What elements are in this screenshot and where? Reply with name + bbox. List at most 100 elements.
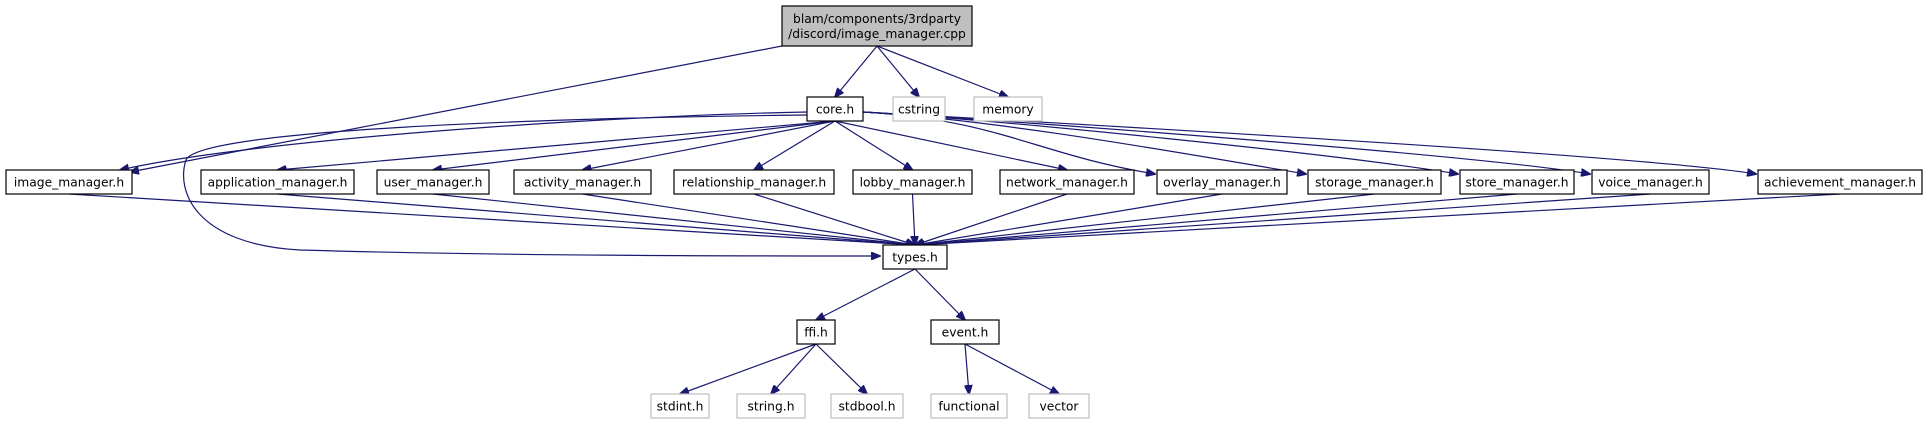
node-box [930, 319, 1000, 345]
edge-types-to-event [914, 268, 965, 320]
edge-core-to-store-manager [862, 111, 1458, 174]
node-label: voice_manager.h [1598, 176, 1703, 190]
node-box [999, 169, 1135, 195]
node-lobby-manager[interactable]: lobby_manager.h [852, 169, 973, 195]
node-achievement-manager[interactable]: achievement_manager.h [1757, 169, 1923, 195]
node-label: core.h [816, 103, 854, 117]
node-relationship-manager[interactable]: relationship_manager.h [673, 169, 835, 195]
node-string[interactable]: string.h [736, 393, 806, 419]
node-ffi[interactable]: ffi.h [796, 319, 836, 345]
node-box [5, 169, 133, 195]
node-root[interactable]: blam/components/3rdparty/discord/image_m… [781, 5, 973, 47]
node-box [1156, 169, 1288, 195]
node-box [781, 5, 973, 47]
node-box [882, 244, 948, 270]
node-label: overlay_manager.h [1163, 176, 1281, 190]
edge-store-manager-to-types [915, 193, 1518, 245]
node-label: store_manager.h [1465, 176, 1568, 190]
node-stdint[interactable]: stdint.h [650, 393, 710, 419]
edge-core-to-application-manager [278, 120, 836, 170]
node-box [892, 96, 946, 122]
edge-core-to-relationship-manager [754, 120, 836, 170]
node-event[interactable]: event.h [930, 319, 1000, 345]
edge-root-to-core [835, 45, 878, 97]
node-types[interactable]: types.h [882, 244, 948, 270]
edge-core-to-user-manager [433, 120, 836, 170]
node-box [376, 169, 490, 195]
node-label: vector [1039, 400, 1079, 414]
node-box [806, 96, 864, 122]
edge-core-to-voice-manager [862, 111, 1590, 174]
node-network-manager[interactable]: network_manager.h [999, 169, 1135, 195]
node-user-manager[interactable]: user_manager.h [376, 169, 490, 195]
edge-achievement-manager-to-types [915, 193, 1841, 245]
node-label: ffi.h [804, 326, 828, 340]
node-box [973, 96, 1043, 122]
node-box [830, 393, 904, 419]
edge-lobby-manager-to-types [913, 193, 916, 245]
node-vector[interactable]: vector [1028, 393, 1090, 419]
edge-ffi-to-stdbool [815, 343, 867, 394]
edge-core-to-achievement-manager [862, 111, 1756, 174]
edge-core-to-lobby-manager [834, 120, 913, 170]
node-voice-manager[interactable]: voice_manager.h [1591, 169, 1710, 195]
edge-image-manager-to-types [68, 193, 915, 245]
edge-activity-manager-to-types [582, 193, 916, 245]
node-box [1591, 169, 1710, 195]
edge-network-manager-to-types [915, 193, 1068, 245]
node-store-manager[interactable]: store_manager.h [1459, 169, 1575, 195]
edge-core-to-network-manager [834, 120, 1067, 170]
edge-core-to-image-manager [120, 111, 808, 170]
node-label: /discord/image_manager.cpp [788, 27, 966, 41]
node-box [1757, 169, 1923, 195]
node-application-manager[interactable]: application_manager.h [200, 169, 355, 195]
node-label: memory [982, 103, 1033, 117]
node-label: image_manager.h [14, 176, 124, 190]
node-box [673, 169, 835, 195]
node-label: cstring [898, 103, 940, 117]
edge-voice-manager-to-types [915, 193, 1651, 245]
node-label: stdbool.h [838, 400, 895, 414]
node-label: relationship_manager.h [682, 176, 826, 190]
edge-storage-manager-to-types [915, 193, 1375, 245]
node-label: network_manager.h [1006, 176, 1128, 190]
node-label: string.h [747, 400, 794, 414]
node-functional[interactable]: functional [930, 393, 1008, 419]
edge-relationship-manager-to-types [753, 193, 915, 245]
edge-types-to-ffi [816, 268, 916, 320]
node-storage-manager[interactable]: storage_manager.h [1307, 169, 1442, 195]
node-box [1028, 393, 1090, 419]
edge-core-to-activity-manager [583, 120, 836, 170]
edge-user-manager-to-types [432, 193, 915, 245]
node-label: achievement_manager.h [1764, 176, 1916, 190]
node-label: types.h [892, 251, 938, 265]
node-box [852, 169, 973, 195]
node-core[interactable]: core.h [806, 96, 864, 122]
node-label: blam/components/3rdparty [793, 12, 961, 26]
node-stdbool[interactable]: stdbool.h [830, 393, 904, 419]
node-label: application_manager.h [208, 176, 348, 190]
node-label: activity_manager.h [524, 176, 641, 190]
edge-ffi-to-stdint [680, 343, 817, 394]
node-label: event.h [942, 326, 989, 340]
node-activity-manager[interactable]: activity_manager.h [513, 169, 652, 195]
edge-application-manager-to-types [277, 193, 916, 245]
node-label: stdint.h [657, 400, 704, 414]
edge-event-to-vector [964, 343, 1059, 394]
edge-root-to-cstring [876, 45, 919, 97]
node-box [796, 319, 836, 345]
node-cstring[interactable]: cstring [892, 96, 946, 122]
node-box [1307, 169, 1442, 195]
node-box [736, 393, 806, 419]
node-memory[interactable]: memory [973, 96, 1043, 122]
node-image-manager[interactable]: image_manager.h [5, 169, 133, 195]
edge-overlay-manager-to-types [915, 193, 1223, 245]
node-box [1459, 169, 1575, 195]
node-box [650, 393, 710, 419]
node-box [200, 169, 355, 195]
edge-root-to-image-manager [130, 45, 783, 172]
node-overlay-manager[interactable]: overlay_manager.h [1156, 169, 1288, 195]
node-label: user_manager.h [384, 176, 483, 190]
edge-core-to-types [183, 114, 880, 256]
